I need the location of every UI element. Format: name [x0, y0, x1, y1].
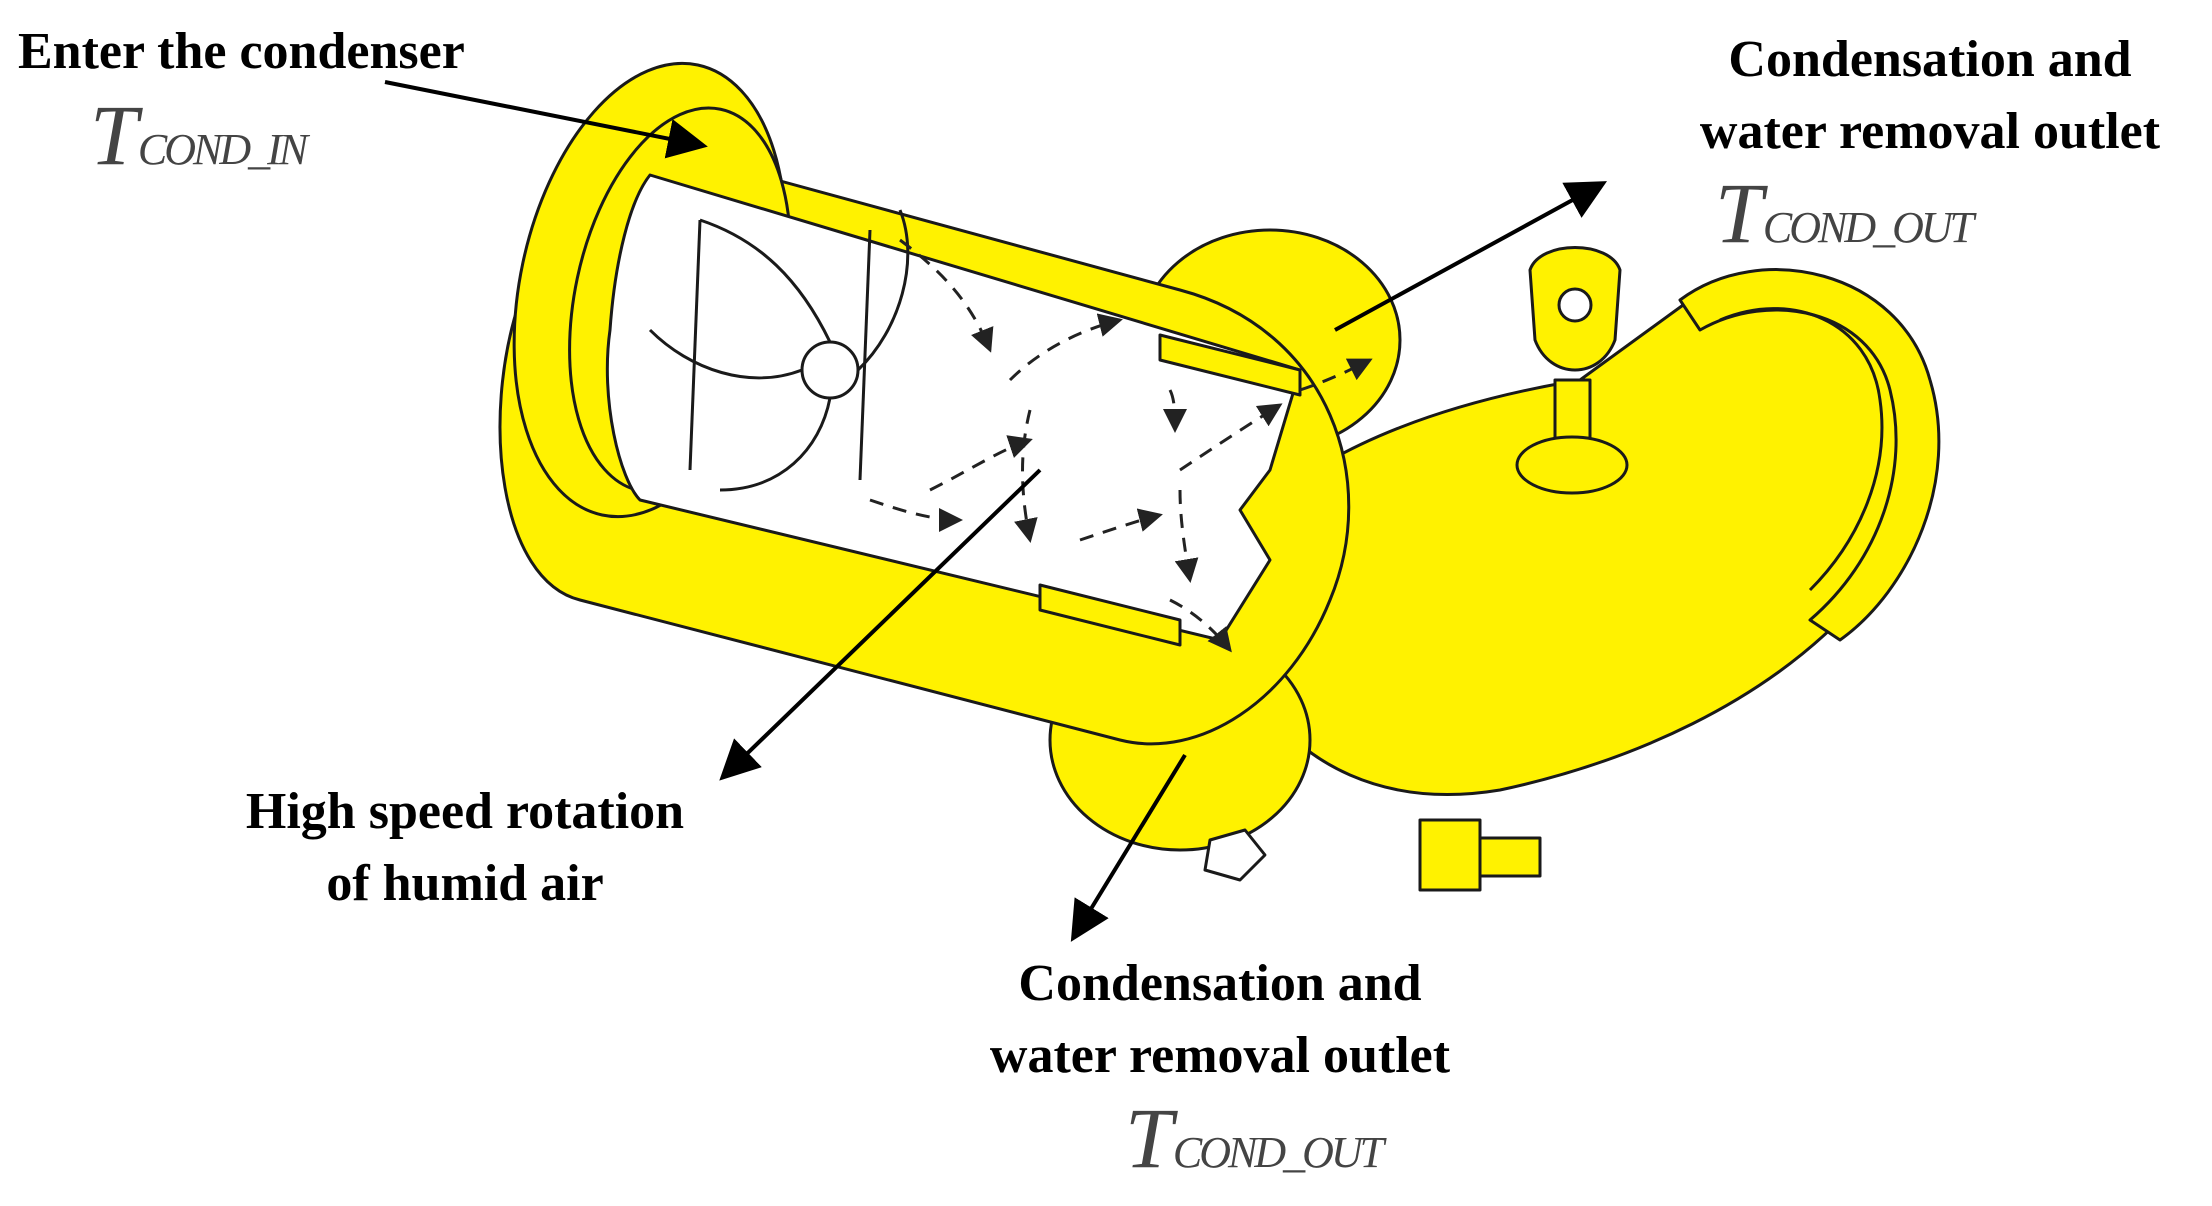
- drain-nozzle: [1478, 836, 1542, 878]
- inlet-symbol-sub: COND_IN: [137, 125, 308, 174]
- condenser-body: [498, 61, 1941, 892]
- flow-arrow: [899, 238, 994, 353]
- arrow-enter-condenser: [384, 80, 708, 159]
- mounting-lug-hole: [1557, 287, 1593, 323]
- outlet-top-line1: Condensation and: [1728, 31, 2132, 88]
- swirl-vanes: [648, 209, 910, 492]
- rotation-line2: of humid air: [326, 855, 604, 912]
- flow-arrow: [1169, 598, 1232, 653]
- outlet-top-temperature-symbol: TCOND_OUT: [1715, 170, 1974, 256]
- mounting-lug-base: [1515, 435, 1629, 495]
- inlet-label: Enter the condenser: [18, 16, 465, 88]
- outlet-bottom-temperature-symbol: TCOND_OUT: [1125, 1095, 1384, 1181]
- outlet-top-symbol-sub: COND_OUT: [1762, 203, 1974, 252]
- outlet-bottom-line1: Condensation and: [1018, 955, 1422, 1012]
- callout-arrows: [384, 80, 1608, 942]
- elbow-flange-detail: [1719, 307, 1884, 592]
- flow-arrow: [929, 435, 1033, 492]
- flow-arrow: [1299, 358, 1373, 392]
- inlet-label-text: Enter the condenser: [18, 23, 465, 80]
- drain-fitting: [1418, 818, 1482, 892]
- rotation-label: High speed rotation of humid air: [200, 776, 730, 920]
- flow-arrows: [869, 238, 1373, 653]
- arrow-outlet-top: [1334, 181, 1608, 332]
- outlet-bottom-label: Condensation and water removal outlet: [940, 948, 1500, 1092]
- baffle-lower: [1038, 583, 1182, 647]
- outlet-top-label: Condensation and water removal outlet: [1650, 24, 2210, 168]
- outlet-bottom-symbol-sub: COND_OUT: [1172, 1128, 1384, 1177]
- outlet-top-line2: water removal outlet: [1699, 103, 2161, 160]
- flow-arrow: [1079, 508, 1163, 542]
- arrow-outlet-bottom: [1070, 753, 1187, 942]
- elbow-flange: [1678, 268, 1941, 642]
- inlet-symbol-main: T: [90, 87, 138, 183]
- flow-arrow: [1014, 409, 1038, 543]
- drain-port: [1203, 828, 1267, 882]
- rotation-line1: High speed rotation: [245, 783, 685, 840]
- outlet-bottom-symbol-main: T: [1125, 1090, 1173, 1186]
- baffle-upper: [1158, 333, 1302, 397]
- outlet-top-symbol-main: T: [1715, 165, 1763, 261]
- flow-arrow: [1179, 403, 1283, 472]
- flow-arrow: [1162, 389, 1187, 433]
- flow-arrow: [869, 498, 963, 532]
- flow-arrow: [1174, 489, 1199, 583]
- outlet-bottom-line2: water removal outlet: [989, 1027, 1451, 1084]
- inlet-temperature-symbol: TCOND_IN: [90, 92, 308, 178]
- arrow-rotation: [719, 468, 1042, 781]
